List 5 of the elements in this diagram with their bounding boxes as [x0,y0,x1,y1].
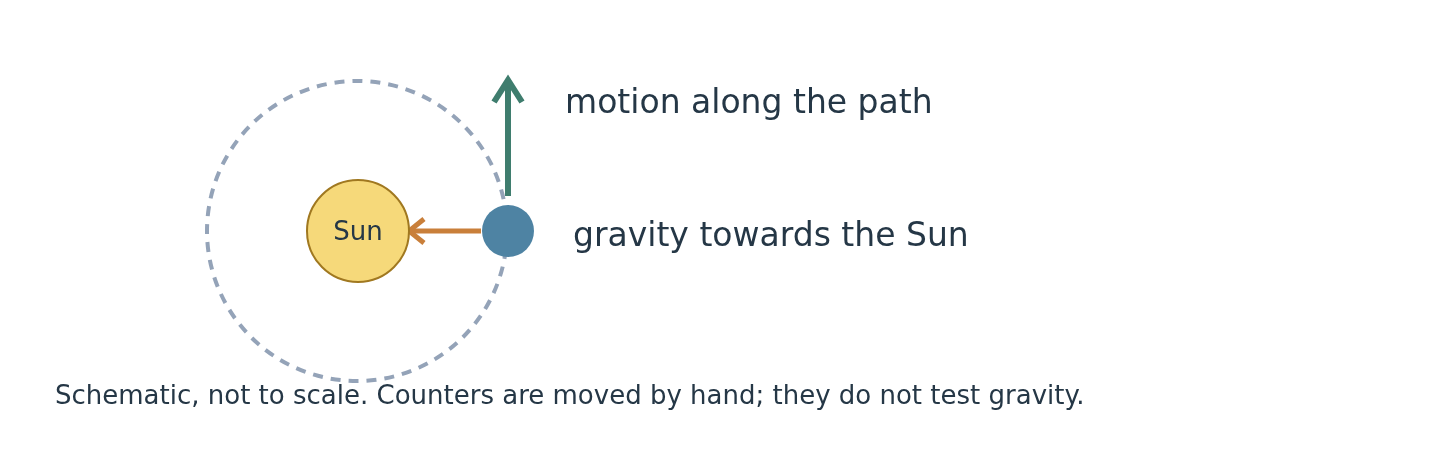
node-label: Sun [333,216,383,246]
annotation-text: gravity towards the Sun [573,215,969,254]
caption: Schematic, not to scale. Counters are moved by hand; they do not test gravity. [55,380,1085,410]
planet-counter [482,205,534,257]
annotation-text: motion along the path [565,82,933,121]
